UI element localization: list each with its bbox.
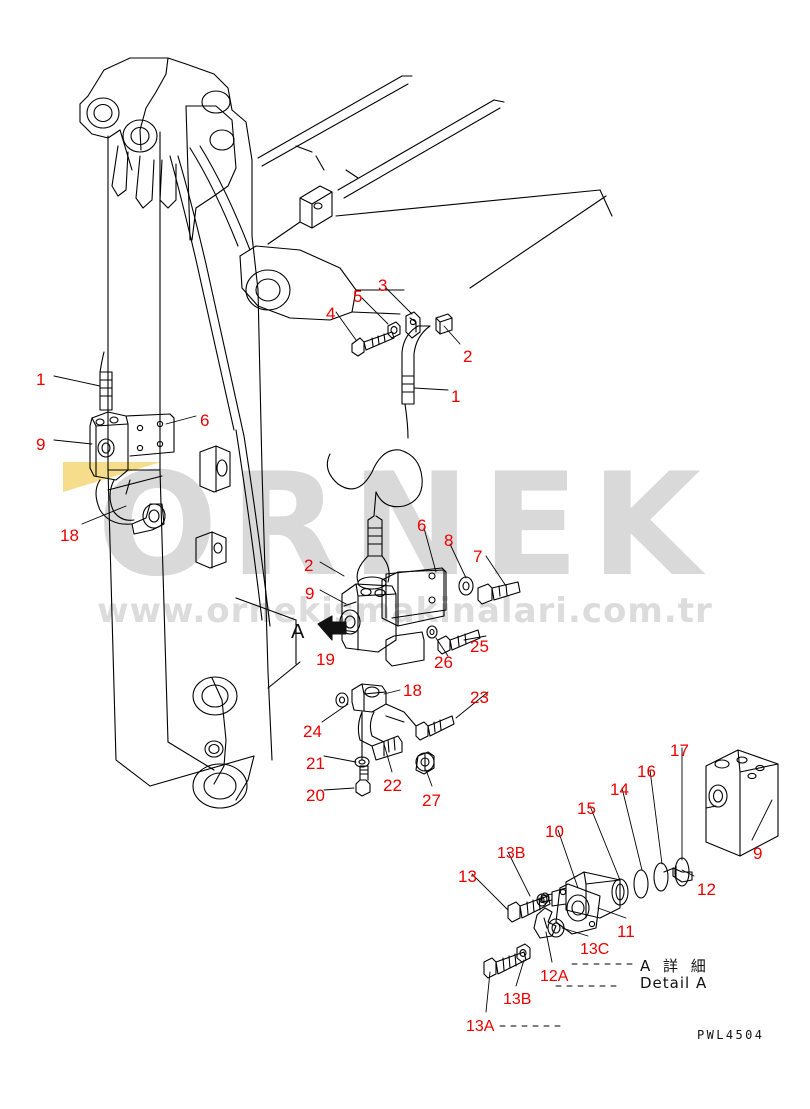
callout-13B: 13B xyxy=(503,991,532,1008)
callout-2: 2 xyxy=(463,347,473,366)
callout-12A: 12A xyxy=(540,968,569,985)
callout-10: 10 xyxy=(545,822,564,841)
callout-15: 15 xyxy=(577,799,596,818)
callout-7: 7 xyxy=(473,547,483,566)
callout-2: 2 xyxy=(304,556,314,575)
callout-23: 23 xyxy=(470,688,489,707)
detail-a-caption: A 詳 細 Detail A xyxy=(640,957,710,992)
callout-12: 12 xyxy=(697,880,716,899)
callout-25: 25 xyxy=(470,637,489,656)
callout-13B: 13B xyxy=(497,845,526,862)
callout-5: 5 xyxy=(353,287,363,306)
callout-11: 11 xyxy=(617,922,635,941)
callout-18: 18 xyxy=(60,526,79,545)
callout-3: 3 xyxy=(378,276,388,295)
callout-24: 24 xyxy=(303,722,322,741)
callout-18: 18 xyxy=(403,681,422,700)
hydraulic-tube-lines xyxy=(258,76,612,288)
callout-20: 20 xyxy=(306,786,325,805)
callout-17: 17 xyxy=(670,741,689,760)
leader-lines xyxy=(54,288,772,1026)
callout-13C: 13C xyxy=(580,941,610,958)
detail-caption-en: Detail A xyxy=(640,974,708,992)
callout-16: 16 xyxy=(637,762,656,781)
callout-27: 27 xyxy=(422,791,441,810)
callout-13: 13 xyxy=(458,867,477,886)
callout-14: 14 xyxy=(610,780,629,799)
callout-1: 1 xyxy=(451,387,461,406)
center-valve-group xyxy=(236,568,520,688)
callout-4: 4 xyxy=(326,304,336,323)
lower-fitting-group xyxy=(336,684,454,796)
callout-21: 21 xyxy=(306,754,325,773)
callout-26: 26 xyxy=(434,653,453,672)
hose-loop xyxy=(327,450,422,589)
callout-19: 19 xyxy=(316,650,335,669)
callout-6: 6 xyxy=(200,411,210,430)
callout-9: 9 xyxy=(305,584,315,603)
callout-9: 9 xyxy=(753,844,763,863)
left-clamp-group xyxy=(90,352,230,568)
callout-1: 1 xyxy=(36,370,46,389)
callout-22: 22 xyxy=(383,776,402,795)
callout-9: 9 xyxy=(36,435,46,454)
top-fitting-group xyxy=(352,312,452,438)
detail-a-exploded-group xyxy=(484,750,778,978)
detail-caption-jp: A 詳 細 xyxy=(640,957,710,975)
section-mark-a: A xyxy=(291,621,305,643)
callout-6: 6 xyxy=(417,516,427,535)
excavator-arm-assembly xyxy=(80,58,404,808)
drawing-number: PWL4504 xyxy=(697,1028,765,1042)
callout-8: 8 xyxy=(444,531,454,550)
callout-13A: 13A xyxy=(466,1018,495,1035)
